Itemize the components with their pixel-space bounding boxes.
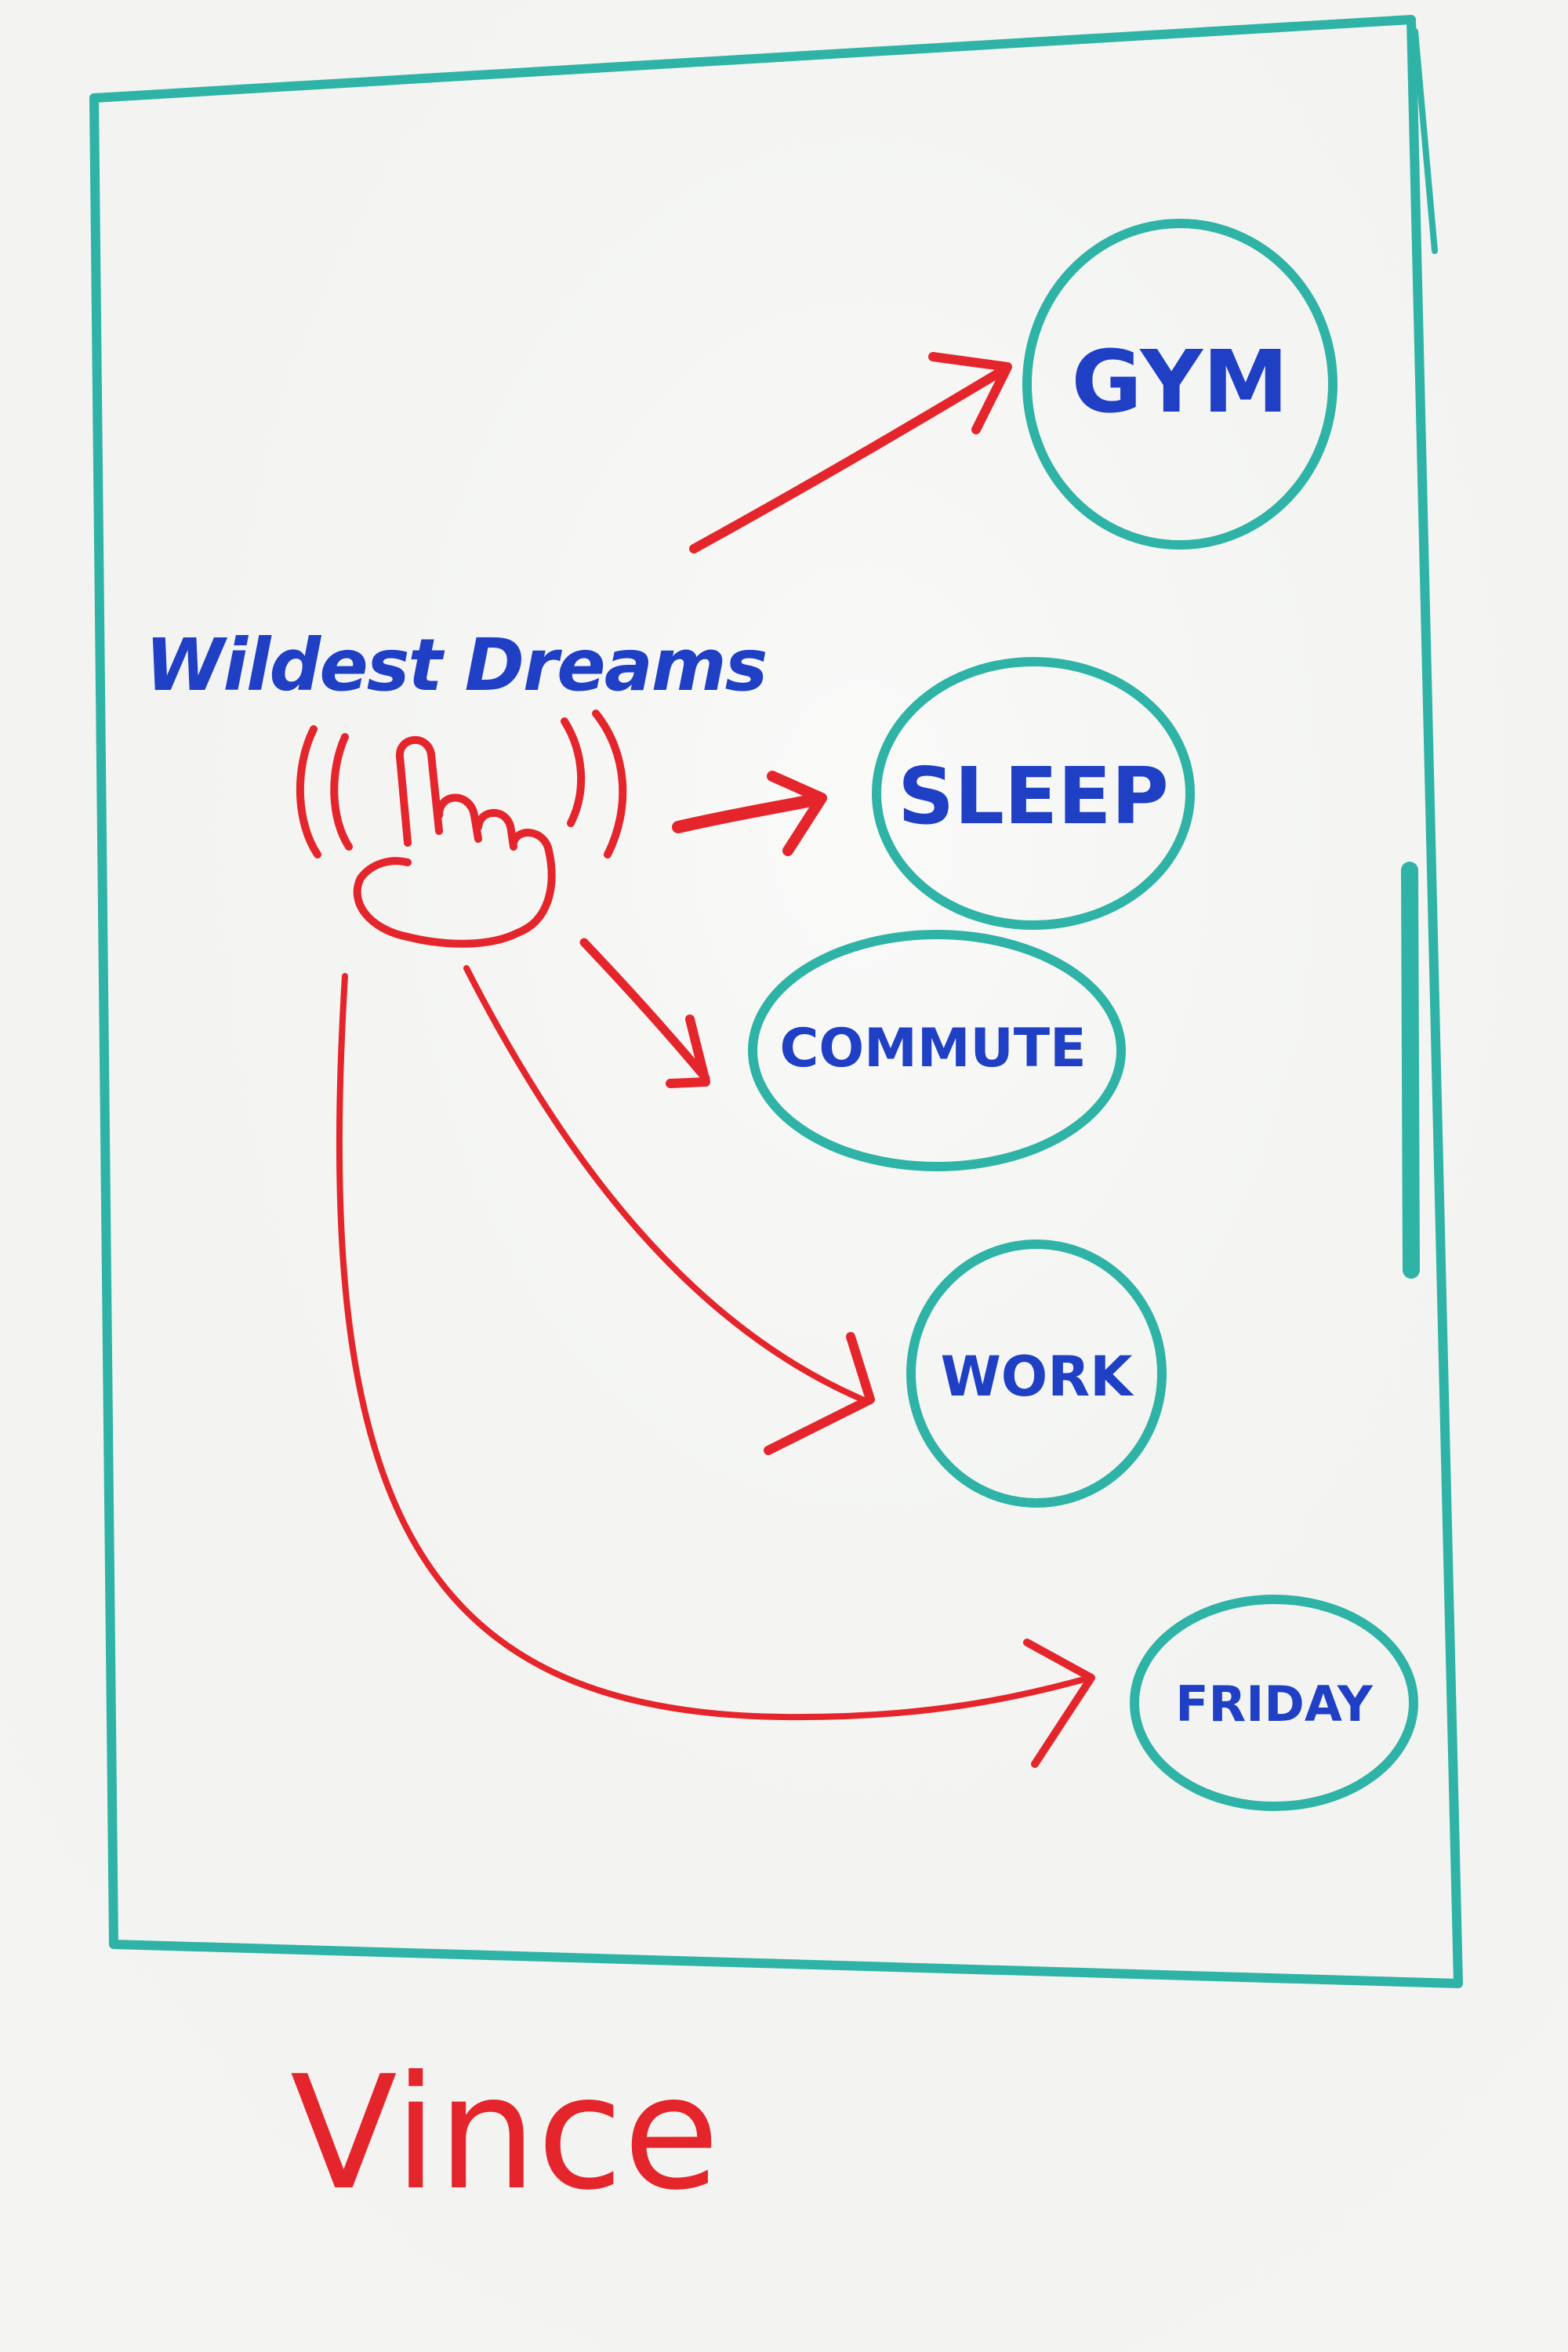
- arrow-to-friday: [336, 973, 1093, 1721]
- arrowhead-sleep: [767, 771, 827, 856]
- signature: Vince: [290, 2042, 720, 2225]
- node-circle-gym: [1022, 219, 1338, 550]
- arrowhead-friday: [1023, 1639, 1095, 1768]
- node-circle-sleep: [872, 657, 1195, 930]
- node-label-gym: GYM: [1072, 332, 1289, 432]
- arrowhead-work: [764, 1332, 875, 1455]
- frame-thick-segment: [1401, 862, 1420, 1279]
- frame: [89, 15, 1463, 1988]
- node-circle-work: [906, 1240, 1167, 1508]
- node-circle-commute: [748, 930, 1126, 1171]
- node-label-friday: FRIDAY: [1175, 1675, 1374, 1733]
- arrow-to-sleep: [672, 793, 822, 833]
- node-label-sleep: SLEEP: [898, 750, 1169, 842]
- arrow-to-work: [463, 965, 866, 1403]
- node-label-commute: COMMUTE: [779, 1018, 1086, 1080]
- frame-inner-line: [1412, 28, 1438, 254]
- arrowhead-gym: [928, 352, 1012, 434]
- arrowhead-commute: [666, 1014, 710, 1088]
- node-circle-friday: [1130, 1595, 1418, 1811]
- hand-tap-icon: [296, 710, 627, 948]
- arrow-to-commute: [579, 938, 710, 1083]
- arrow-to-gym: [689, 368, 1004, 554]
- page-title: Wildest Dreams: [145, 623, 766, 707]
- node-label-work: WORK: [941, 1345, 1135, 1409]
